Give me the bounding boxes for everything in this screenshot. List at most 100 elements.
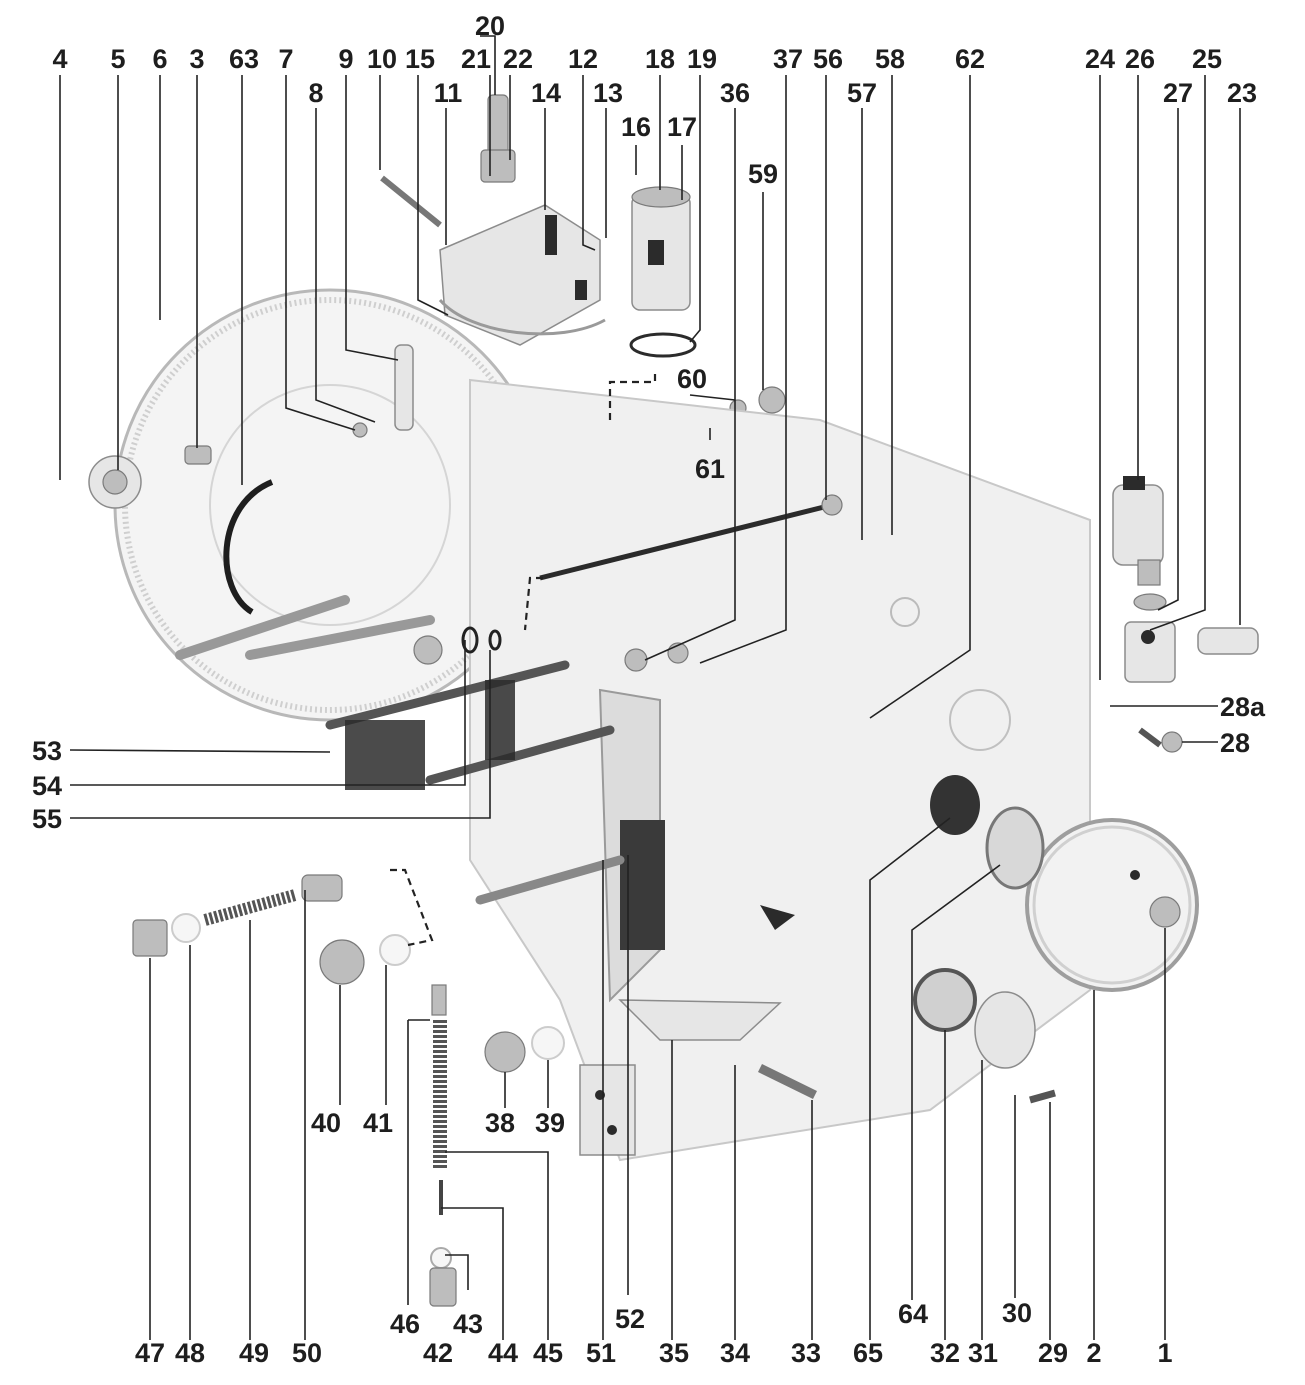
washer-43 [430,1247,452,1269]
callout-9: 9 [338,44,353,74]
washer-39 [531,1026,565,1060]
leader-lines [59,35,1241,1340]
screw-46 [431,984,447,1016]
bottom-cover-35 [618,999,782,1041]
key-29 [1029,1089,1056,1104]
callout-5: 5 [110,44,125,74]
callout-45: 45 [533,1338,563,1368]
callout-11: 11 [434,78,463,108]
callout-24: 24 [1085,44,1115,74]
callout-10: 10 [367,44,397,74]
callout-37: 37 [773,44,803,74]
bolt-3 [184,445,212,465]
callout-21: 21 [461,44,491,74]
callout-31: 31 [968,1338,998,1368]
callout-22: 22 [503,44,533,74]
callout-55: 55 [32,804,62,834]
callout-64: 64 [898,1299,928,1329]
o-ring-19 [629,332,697,358]
callout-28a: 28a [1220,692,1266,722]
callout-28: 28 [1220,728,1250,758]
callout-47: 47 [135,1338,165,1368]
callout-numbers: 4 5 6 3 63 7 8 9 10 15 11 20 21 22 14 12… [32,11,1266,1368]
callout-14: 14 [531,78,561,108]
callout-17: 17 [667,112,697,142]
callout-48: 48 [175,1338,205,1368]
callout-1: 1 [1157,1338,1172,1368]
callout-39: 39 [535,1108,565,1138]
callout-23: 23 [1227,78,1257,108]
callout-43: 43 [453,1309,483,1339]
callout-29: 29 [1038,1338,1068,1368]
callout-46: 46 [390,1309,420,1339]
callout-7: 7 [278,44,293,74]
bearing-cover [88,455,142,509]
callout-18: 18 [645,44,675,74]
callout-32: 32 [930,1338,960,1368]
plunger-cylinder [629,186,697,358]
long-rod-56 [539,502,833,581]
callout-65: 65 [853,1338,883,1368]
callout-60: 60 [677,364,707,394]
callout-36: 36 [720,78,750,108]
stud-9 [394,344,414,431]
callout-51: 51 [586,1338,616,1368]
plug-38 [484,1031,526,1073]
fitting-36 [624,648,648,672]
callout-26: 26 [1125,44,1155,74]
assembly-paths [390,370,657,947]
callout-27: 27 [1163,78,1193,108]
callout-50: 50 [292,1338,322,1368]
callout-20: 20 [475,11,505,41]
callout-33: 33 [791,1338,821,1368]
bolt-1 [1149,896,1181,928]
bracket [579,1064,636,1156]
callout-57: 57 [847,78,877,108]
callout-49: 49 [239,1338,269,1368]
callout-62: 62 [955,44,985,74]
callout-13: 13 [593,78,623,108]
sleeve-50 [301,874,343,902]
callout-30: 30 [1002,1298,1032,1328]
callout-2: 2 [1086,1338,1101,1368]
callout-12: 12 [568,44,598,74]
callout-53: 53 [32,736,62,766]
washer-41 [379,934,411,966]
top-cover-assembly [438,94,606,346]
small-bolt-7 [352,422,368,438]
seal-ring-63 [223,479,274,615]
callout-15: 15 [405,44,435,74]
callout-40: 40 [311,1108,341,1138]
callout-38: 38 [485,1108,515,1138]
callout-59: 59 [748,159,778,189]
callout-25: 25 [1192,44,1222,74]
plug-40 [319,939,365,985]
callout-35: 35 [659,1338,689,1368]
main-housing [469,378,1091,1162]
screw-10 [380,175,442,228]
screw-33 [758,1063,817,1100]
nipple-23 [1197,627,1259,655]
callout-44: 44 [488,1338,518,1368]
callout-58: 58 [875,44,905,74]
callout-19: 19 [687,44,717,74]
callout-3: 3 [189,44,204,74]
pulley [1025,818,1199,992]
guide-rods [175,595,625,905]
callout-34: 34 [720,1338,750,1368]
plug-28 [1161,731,1183,753]
callout-56: 56 [813,44,843,74]
callout-41: 41 [363,1108,393,1138]
callout-6: 6 [152,44,167,74]
callout-42: 42 [423,1338,453,1368]
parts-illustration [88,94,1259,1307]
callout-63: 63 [229,44,259,74]
bearing-65 [930,775,980,835]
callout-61: 61 [695,454,725,484]
spring-49 [203,889,297,926]
callout-8: 8 [308,78,323,108]
valve-assembly-26 [1112,476,1176,683]
callout-54: 54 [32,771,62,801]
callout-16: 16 [621,112,651,142]
